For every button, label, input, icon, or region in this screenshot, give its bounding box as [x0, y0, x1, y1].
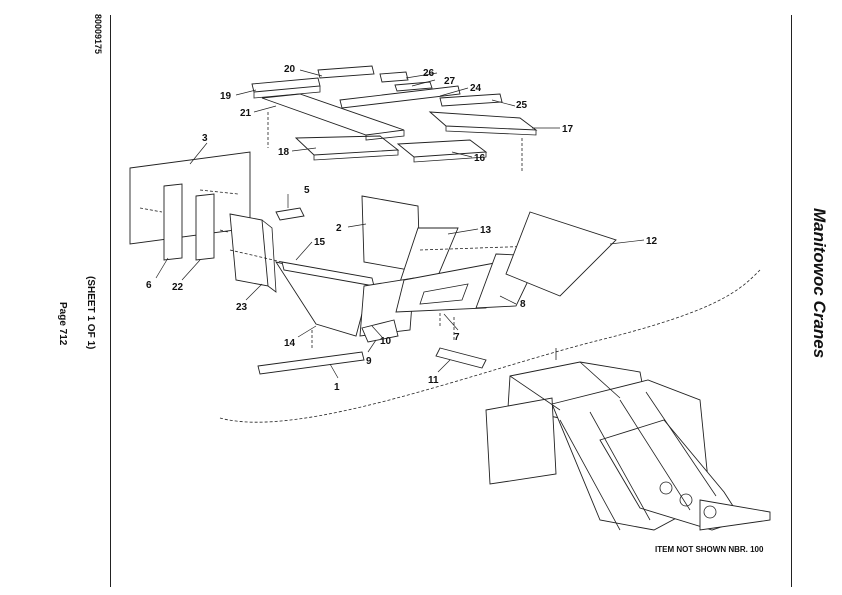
part-7-plate: [395, 261, 501, 313]
part-22-plate: [195, 193, 215, 261]
page-frame: [110, 15, 792, 587]
callout-17: 17: [562, 124, 574, 135]
callout-8: 8: [520, 299, 526, 310]
callout-26: 26: [423, 68, 435, 79]
part-16-plate: [396, 139, 488, 158]
part-19-plate: [251, 77, 321, 93]
callout-6: 6: [146, 280, 152, 291]
part-26-block: [379, 71, 409, 83]
callout-1: 1: [334, 382, 340, 393]
callout-labels: 1 2 3 5 6 7 8 9 10 11 12 13 14 15 16 17 …: [146, 64, 658, 393]
callout-19: 19: [220, 91, 232, 102]
part-9-block: [361, 319, 399, 343]
callout-18: 18: [278, 147, 290, 158]
reference-outline: [219, 269, 761, 423]
callout-15: 15: [314, 237, 326, 248]
part-1-bar: [257, 351, 365, 375]
top-plates-group: [251, 65, 538, 172]
callout-10: 10: [380, 336, 392, 347]
part-18-plate: [294, 135, 400, 156]
part-27-block: [394, 81, 433, 92]
callout-14: 14: [284, 338, 296, 349]
callout-11: 11: [428, 375, 439, 386]
callout-24: 24: [470, 83, 482, 94]
callout-20: 20: [284, 64, 296, 75]
callout-9: 9: [366, 356, 372, 367]
callout-22: 22: [172, 282, 184, 293]
callout-23: 23: [236, 302, 248, 313]
callout-7: 7: [454, 332, 460, 343]
part-25-plate: [439, 93, 503, 107]
callout-13: 13: [480, 225, 492, 236]
part-12-plate: [505, 211, 617, 297]
side-plates-group: [129, 151, 277, 293]
part-20-plate: [317, 65, 375, 79]
callout-27: 27: [444, 76, 456, 87]
part-6-plate: [163, 183, 183, 261]
carbody-structure: [485, 348, 771, 531]
callout-25: 25: [516, 100, 528, 111]
callout-2: 2: [336, 223, 342, 234]
center-frame-group: [229, 195, 541, 343]
callout-5: 5: [304, 185, 310, 196]
part-11-bar: [435, 347, 487, 369]
callout-3: 3: [202, 133, 208, 144]
part-24-plate: [339, 85, 461, 109]
part-5-block: [275, 207, 305, 221]
callout-12: 12: [646, 236, 658, 247]
leader-lines: [155, 69, 645, 379]
item-not-shown-note: ITEM NOT SHOWN NBR. 100: [655, 545, 764, 554]
callout-16: 16: [474, 153, 486, 164]
part-23-plate: [229, 213, 269, 287]
callout-21: 21: [240, 108, 252, 119]
